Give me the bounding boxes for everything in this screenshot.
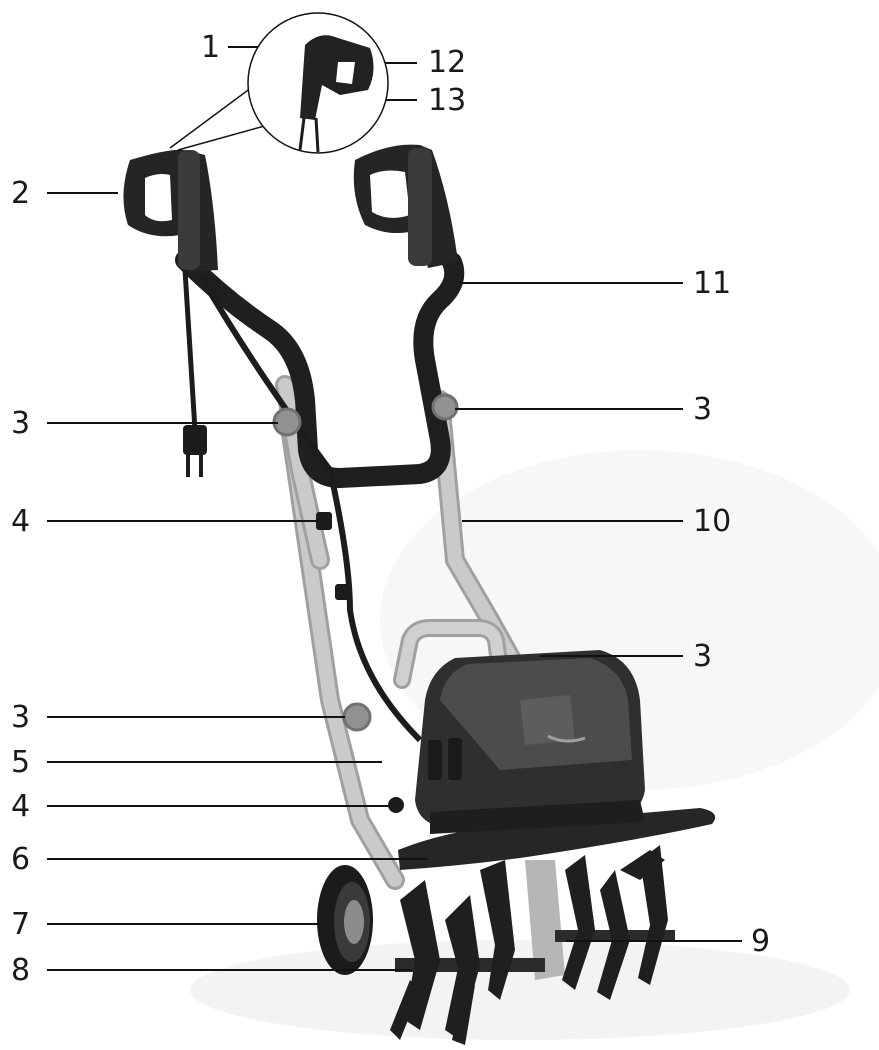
left-handle-grip (123, 149, 218, 272)
height-knob-upper-right (431, 393, 459, 421)
callout-1: 1 (201, 30, 221, 65)
callout-9: 9 (751, 924, 771, 959)
detail-inset (169, 12, 389, 154)
callout-3-upper-left: 3 (11, 406, 31, 441)
callout-3-lower: 3 (11, 700, 31, 735)
callout-5: 5 (11, 745, 31, 780)
callout-3-motor: 3 (693, 639, 713, 674)
height-knob-lower (342, 702, 372, 732)
callout-2: 2 (11, 176, 31, 211)
callout-4-upper: 4 (11, 504, 31, 539)
tine-guard (398, 808, 716, 870)
callout-3-upper-right: 3 (693, 392, 713, 427)
tines-right (555, 845, 675, 1000)
callout-7: 7 (11, 907, 31, 942)
callout-4-lower: 4 (11, 789, 31, 824)
callout-13: 13 (428, 83, 467, 118)
power-cable (182, 269, 423, 743)
cable-clip-middle (335, 584, 349, 600)
cable-clip-upper (316, 512, 332, 530)
callout-10: 10 (693, 504, 732, 539)
right-handle-grip (353, 144, 458, 268)
power-plug (183, 425, 207, 477)
callout-12: 12 (428, 45, 467, 80)
callout-11: 11 (693, 266, 732, 301)
callout-6: 6 (11, 842, 31, 877)
cable-clip-lower (388, 797, 404, 813)
motor-housing (415, 650, 645, 828)
lower-frame-tube-left (279, 410, 405, 890)
transport-wheel (317, 865, 373, 975)
handlebar-loop (175, 250, 465, 488)
callout-8: 8 (11, 953, 31, 988)
tines-left (390, 860, 545, 1045)
carry-bar (393, 619, 509, 689)
gearbox (525, 860, 565, 980)
